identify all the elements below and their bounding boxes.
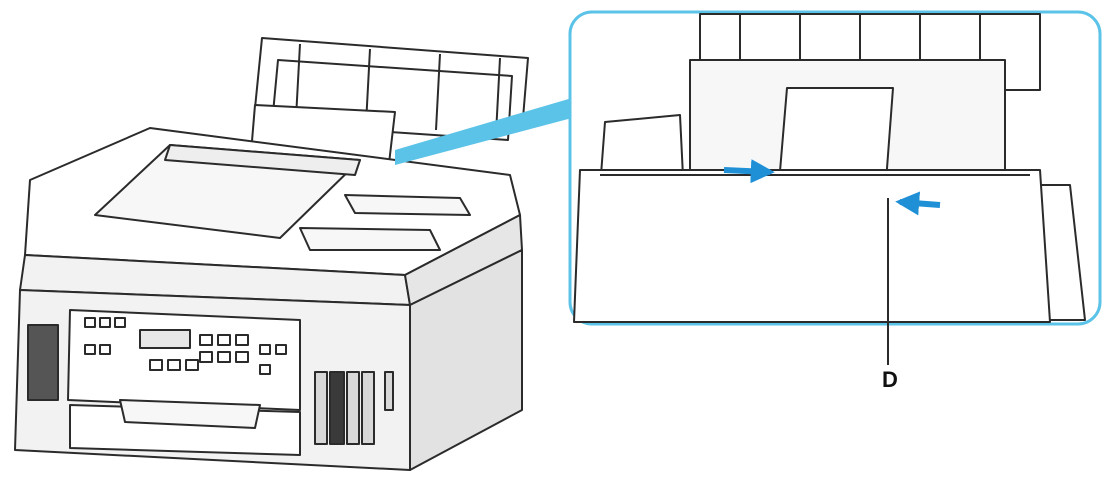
- control-panel: [68, 310, 300, 410]
- left-ink-window: [28, 325, 58, 400]
- printer-icon: [15, 38, 528, 470]
- arrow-icon: [900, 202, 940, 205]
- zoom-callout: [570, 12, 1100, 365]
- callout-label-d: D: [870, 367, 910, 393]
- arrow-icon: [724, 170, 770, 172]
